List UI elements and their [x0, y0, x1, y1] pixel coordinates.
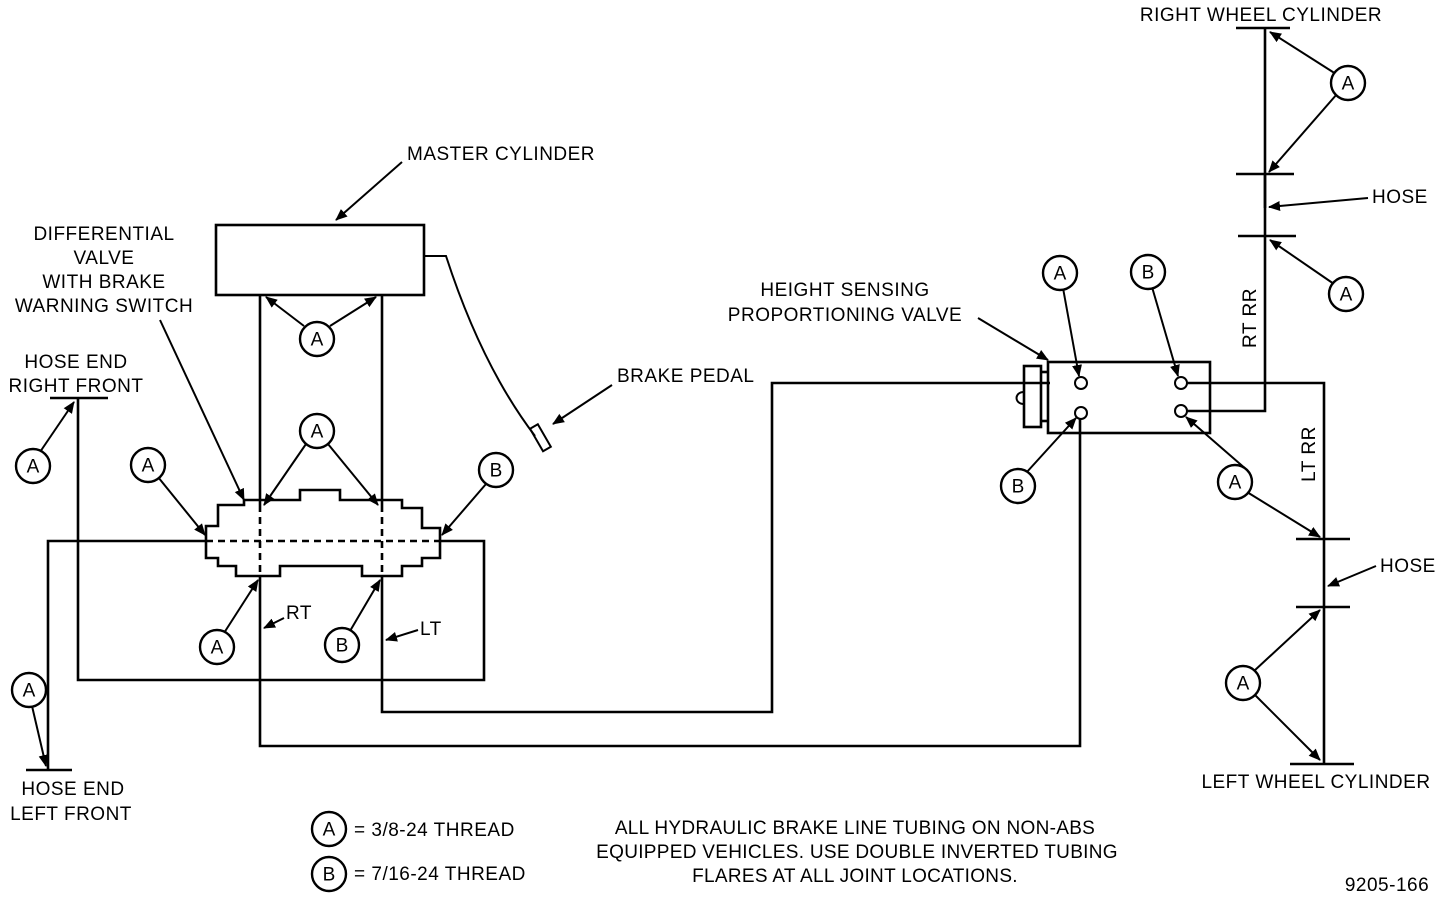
legend: A = 3/8-24 THREAD B = 7/16-24 THREAD — [310, 810, 526, 893]
proportioning-valve-actuator — [1022, 364, 1043, 429]
svg-text:A: A — [23, 681, 36, 702]
legend-b-symbol — [310, 855, 348, 893]
differential-valve-body — [204, 488, 442, 578]
brake-pedal — [528, 422, 553, 453]
svg-text:A: A — [27, 457, 40, 478]
master-cylinder-label: MASTER CYLINDER — [407, 144, 595, 165]
height-sensing-leader — [977, 317, 1049, 361]
svg-text:A: A — [142, 456, 155, 477]
front-lines — [26, 396, 486, 772]
marker-a-right-wheel: A — [1268, 31, 1367, 173]
push-rod — [424, 255, 536, 437]
legend-a: A = 3/8-24 THREAD — [310, 810, 515, 848]
right-wheel-cylinder-label: RIGHT WHEEL CYLINDER — [1140, 5, 1382, 26]
svg-text:A: A — [1340, 285, 1353, 306]
legend-b: B = 7/16-24 THREAD — [310, 855, 526, 893]
rt-rr-label: RT RR — [1240, 288, 1261, 348]
lt-rr-label: LT RR — [1299, 426, 1320, 482]
hose-top-label: HOSE — [1372, 187, 1428, 208]
lt-label: LT — [420, 619, 442, 640]
valve-port-b — [1074, 406, 1088, 420]
lt-rr-line — [1187, 381, 1326, 764]
differential-valve — [204, 488, 442, 578]
svg-text:A: A — [1237, 674, 1250, 695]
marker-b-prop-top: B — [1129, 253, 1180, 377]
valve-port-a — [1074, 376, 1088, 390]
rt-rr-line — [1187, 236, 1267, 413]
valve-port-d — [1174, 404, 1188, 418]
brake-pedal-label: BRAKE PEDAL — [617, 366, 755, 387]
svg-text:B: B — [490, 461, 503, 482]
height-sensing-label-2: PROPORTIONING VALVE — [728, 305, 962, 326]
marker-a-valve-top: A — [263, 412, 379, 506]
rear-lines — [1187, 26, 1354, 766]
svg-text:B: B — [336, 636, 349, 657]
marker-a-lt-rr: A — [1185, 416, 1321, 538]
rear-supply-lines — [258, 381, 1082, 748]
master-cylinder-leader — [335, 161, 403, 221]
hose-bottom-label: HOSE — [1380, 556, 1436, 577]
marker-a-master: A — [265, 296, 377, 358]
lt-supply-line — [380, 381, 1050, 714]
marker-b-valve-right: B — [441, 451, 515, 536]
marker-a-left-wheel: A — [1224, 609, 1321, 761]
differential-valve-leader — [159, 319, 245, 501]
legend-a-symbol — [310, 810, 348, 848]
brake-pedal-pad — [528, 422, 553, 453]
svg-text:A: A — [311, 422, 324, 443]
hose-end-right-front-label-2: RIGHT FRONT — [9, 376, 144, 397]
tubing-note: ALL HYDRAULIC BRAKE LINE TUBING ON NON-A… — [596, 818, 1118, 887]
svg-text:B: B — [1012, 477, 1025, 498]
brake-pedal-leader — [552, 384, 613, 425]
hose-bottom-leader — [1327, 565, 1377, 587]
rt-leader — [263, 617, 285, 629]
svg-text:B: B — [1142, 263, 1155, 284]
figure-id: 9205-166 — [1345, 875, 1429, 896]
marker-a-prop-top: A — [1041, 254, 1082, 377]
svg-text:A: A — [1229, 473, 1242, 494]
svg-text:A: A — [1342, 74, 1355, 95]
valve-port-c — [1174, 376, 1188, 390]
hose-end-left-front-label-1: HOSE END — [21, 779, 124, 800]
differential-valve-label-3: WITH BRAKE — [42, 272, 165, 293]
marker-b-valve-bottom: B — [323, 579, 381, 664]
proportioning-valve-body — [1046, 360, 1212, 435]
height-sensing-label-1: HEIGHT SENSING — [760, 280, 929, 301]
differential-valve-label-1: DIFFERENTIAL — [33, 224, 174, 245]
marker-a-left-front: A — [10, 671, 49, 767]
master-cylinder — [214, 223, 536, 505]
hose-top-leader — [1268, 197, 1369, 211]
note-line-1: ALL HYDRAULIC BRAKE LINE TUBING ON NON-A… — [615, 818, 1095, 839]
lt-leader — [385, 629, 419, 642]
differential-valve-label-2: VALVE — [74, 248, 135, 269]
legend-a-text: = 3/8-24 THREAD — [354, 820, 515, 841]
rt-label: RT — [286, 603, 312, 624]
line-to-right-front — [76, 398, 486, 682]
line-to-left-front — [46, 539, 206, 770]
marker-a-valve-bottom: A — [198, 579, 259, 666]
svg-text:B: B — [323, 865, 336, 886]
svg-text:A: A — [311, 330, 324, 351]
marker-a-valve-left: A — [129, 446, 206, 536]
marker-a-right-front: A — [14, 401, 75, 485]
proportioning-valve — [1015, 360, 1212, 435]
hose-end-left-front-label-2: LEFT FRONT — [10, 804, 132, 825]
left-wheel-cylinder-label: LEFT WHEEL CYLINDER — [1201, 772, 1430, 793]
marker-a-rt-rr-hose: A — [1269, 239, 1365, 313]
svg-text:A: A — [1054, 264, 1067, 285]
note-line-2: EQUIPPED VEHICLES. USE DOUBLE INVERTED T… — [596, 842, 1118, 863]
legend-b-text: = 7/16-24 THREAD — [354, 864, 526, 885]
svg-text:A: A — [211, 638, 224, 659]
svg-text:A: A — [323, 820, 336, 841]
rt-supply-line — [258, 419, 1082, 748]
differential-valve-label-4: WARNING SWITCH — [15, 296, 193, 317]
master-cylinder-body — [214, 223, 426, 297]
note-line-3: FLARES AT ALL JOINT LOCATIONS. — [692, 866, 1018, 887]
marker-b-prop-bottom: B — [999, 417, 1077, 505]
hose-end-right-front-label-1: HOSE END — [24, 352, 127, 373]
